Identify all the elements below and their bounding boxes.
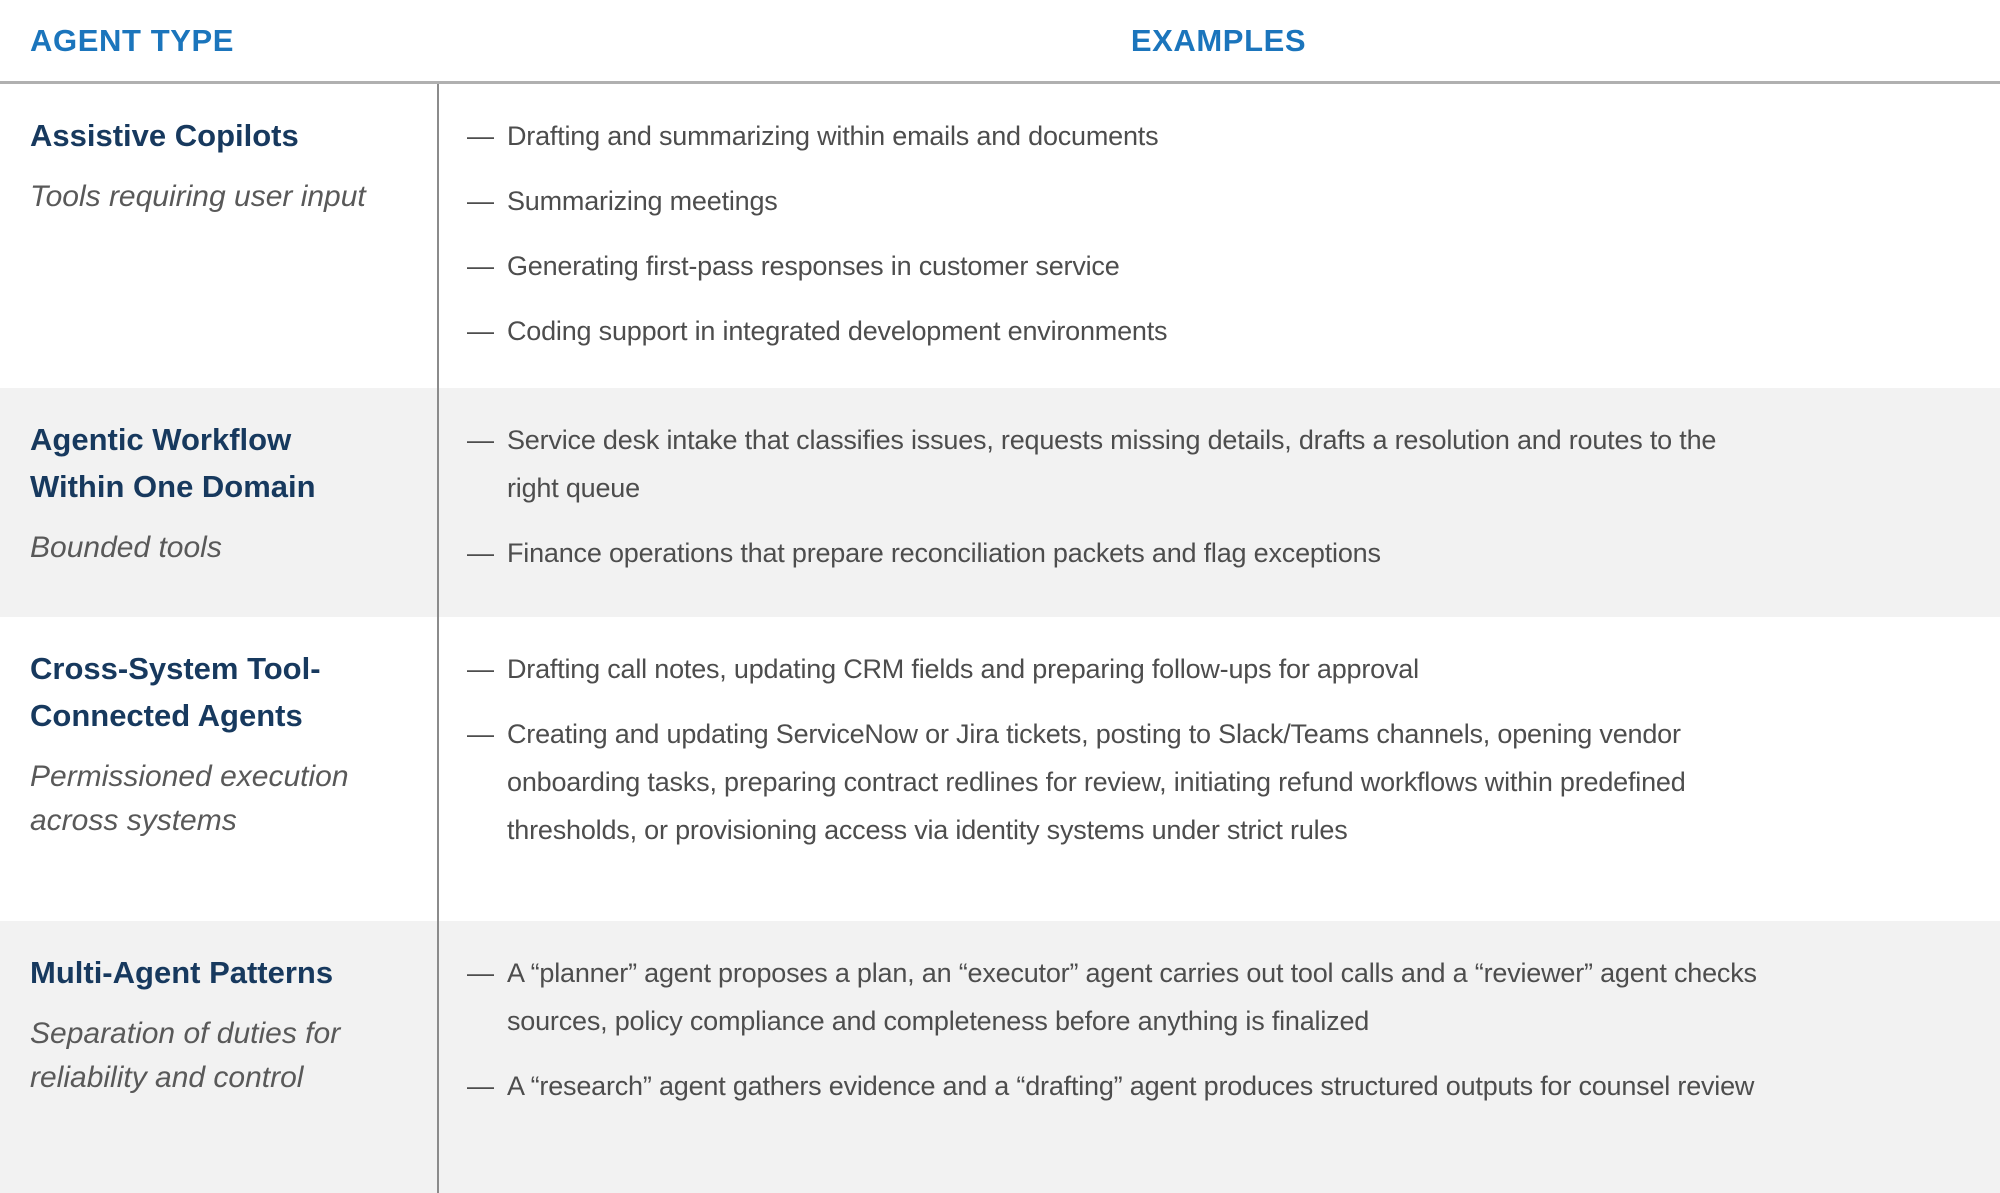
example-text: Summarizing meetings: [507, 186, 778, 216]
examples-list: — Service desk intake that classifies is…: [467, 416, 1950, 577]
examples-cell: — Drafting and summarizing within emails…: [437, 84, 2000, 388]
example-item: — Creating and updating ServiceNow or Ji…: [467, 710, 1950, 854]
table-row-agentic-workflow: Agentic Workflow Within One Domain Bound…: [0, 388, 2000, 617]
example-text: Creating and updating ServiceNow or Jira…: [507, 719, 1686, 845]
table-row-assistive-copilots: Assistive Copilots Tools requiring user …: [0, 84, 2000, 388]
example-item: — A “research” agent gathers evidence an…: [467, 1062, 1950, 1110]
examples-list: — A “planner” agent proposes a plan, an …: [467, 949, 1950, 1110]
row-subtitle: Tools requiring user input: [30, 180, 366, 213]
examples-list: — Drafting call notes, updating CRM fiel…: [467, 645, 1950, 854]
dash-bullet-icon: —: [467, 654, 494, 684]
example-text: Drafting call notes, updating CRM fields…: [507, 654, 1419, 684]
dash-bullet-icon: —: [467, 425, 494, 455]
dash-bullet-icon: —: [467, 316, 494, 346]
dash-bullet-icon: —: [467, 121, 494, 151]
table-header-row: AGENT TYPE EXAMPLES: [0, 0, 2000, 84]
column-header-agent-type: AGENT TYPE: [30, 22, 235, 58]
agent-type-cell: Cross-System Tool-Connected Agents Permi…: [0, 617, 437, 921]
examples-list: — Drafting and summarizing within emails…: [467, 112, 1950, 355]
example-item: — Drafting and summarizing within emails…: [467, 112, 1950, 160]
examples-cell: — A “planner” agent proposes a plan, an …: [437, 921, 2000, 1193]
example-text: Finance operations that prepare reconcil…: [507, 538, 1381, 568]
example-text: A “planner” agent proposes a plan, an “e…: [507, 958, 1757, 1036]
row-subtitle: Permissioned execution across systems: [30, 760, 349, 837]
example-text: Generating first-pass responses in custo…: [507, 251, 1120, 281]
table-row-multi-agent-patterns: Multi-Agent Patterns Separation of dutie…: [0, 921, 2000, 1193]
row-subtitle: Separation of duties for reliability and…: [30, 1017, 341, 1094]
row-subtitle: Bounded tools: [30, 531, 222, 564]
example-item: — Drafting call notes, updating CRM fiel…: [467, 645, 1950, 693]
dash-bullet-icon: —: [467, 719, 494, 749]
example-item: — Coding support in integrated developme…: [467, 307, 1950, 355]
row-title: Cross-System Tool-Connected Agents: [30, 651, 321, 733]
example-text: Drafting and summarizing within emails a…: [507, 121, 1159, 151]
example-text: Coding support in integrated development…: [507, 316, 1168, 346]
example-item: — A “planner” agent proposes a plan, an …: [467, 949, 1950, 1045]
dash-bullet-icon: —: [467, 1071, 494, 1101]
row-title: Multi-Agent Patterns: [30, 955, 334, 990]
example-item: — Finance operations that prepare reconc…: [467, 529, 1950, 577]
examples-cell: — Drafting call notes, updating CRM fiel…: [437, 617, 2000, 921]
example-text: A “research” agent gathers evidence and …: [507, 1071, 1755, 1101]
agent-type-cell: Agentic Workflow Within One Domain Bound…: [0, 388, 437, 617]
agent-type-cell: Multi-Agent Patterns Separation of dutie…: [0, 921, 437, 1193]
examples-cell: — Service desk intake that classifies is…: [437, 388, 2000, 617]
column-header-examples: EXAMPLES: [1130, 22, 1307, 58]
row-title: Agentic Workflow Within One Domain: [30, 422, 316, 504]
table-row-cross-system-agents: Cross-System Tool-Connected Agents Permi…: [0, 617, 2000, 921]
dash-bullet-icon: —: [467, 251, 494, 281]
dash-bullet-icon: —: [467, 958, 494, 988]
example-item: — Service desk intake that classifies is…: [467, 416, 1950, 512]
dash-bullet-icon: —: [467, 538, 494, 568]
example-item: — Generating first-pass responses in cus…: [467, 242, 1950, 290]
row-title: Assistive Copilots: [30, 118, 299, 153]
example-text: Service desk intake that classifies issu…: [507, 425, 1717, 503]
agent-type-cell: Assistive Copilots Tools requiring user …: [0, 84, 437, 388]
dash-bullet-icon: —: [467, 186, 494, 216]
example-item: — Summarizing meetings: [467, 177, 1950, 225]
